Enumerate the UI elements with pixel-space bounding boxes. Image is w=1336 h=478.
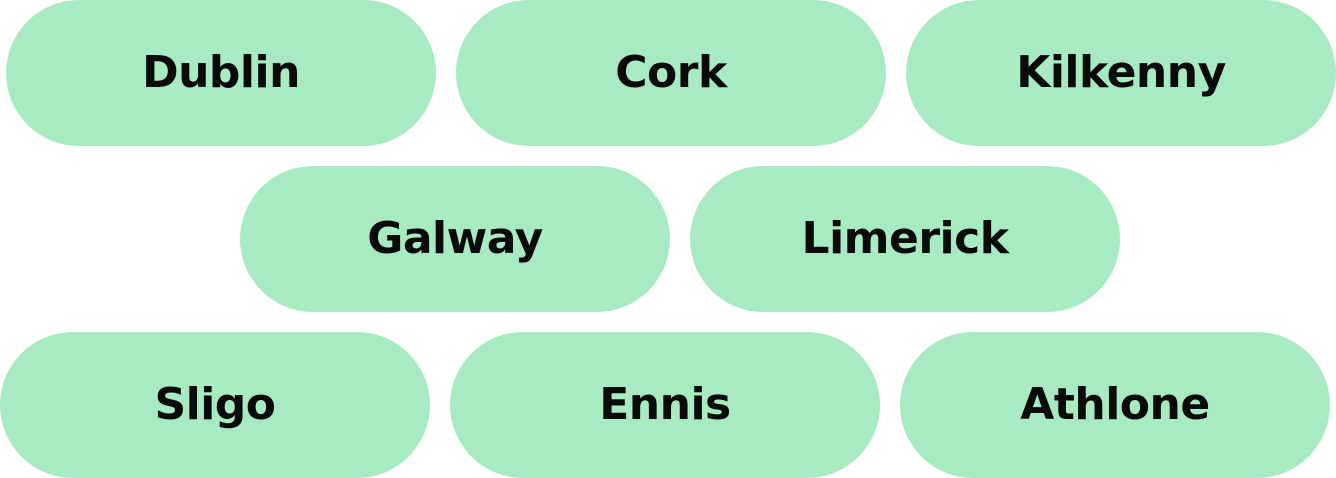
pill-athlone[interactable]: Athlone <box>900 332 1330 478</box>
pill-galway[interactable]: Galway <box>240 166 670 312</box>
pill-limerick[interactable]: Limerick <box>690 166 1120 312</box>
pill-cork[interactable]: Cork <box>456 0 886 146</box>
pill-ennis[interactable]: Ennis <box>450 332 880 478</box>
pill-label: Kilkenny <box>1016 47 1226 98</box>
pill-dublin[interactable]: Dublin <box>6 0 436 146</box>
pill-label: Galway <box>367 213 543 264</box>
pill-kilkenny[interactable]: Kilkenny <box>906 0 1336 146</box>
pill-label: Dublin <box>142 47 300 98</box>
pill-label: Ennis <box>599 379 731 430</box>
pill-sligo[interactable]: Sligo <box>0 332 430 478</box>
pill-label: Athlone <box>1020 379 1210 430</box>
pill-label: Sligo <box>154 379 276 430</box>
pill-label: Limerick <box>801 213 1009 264</box>
pill-label: Cork <box>615 47 727 98</box>
